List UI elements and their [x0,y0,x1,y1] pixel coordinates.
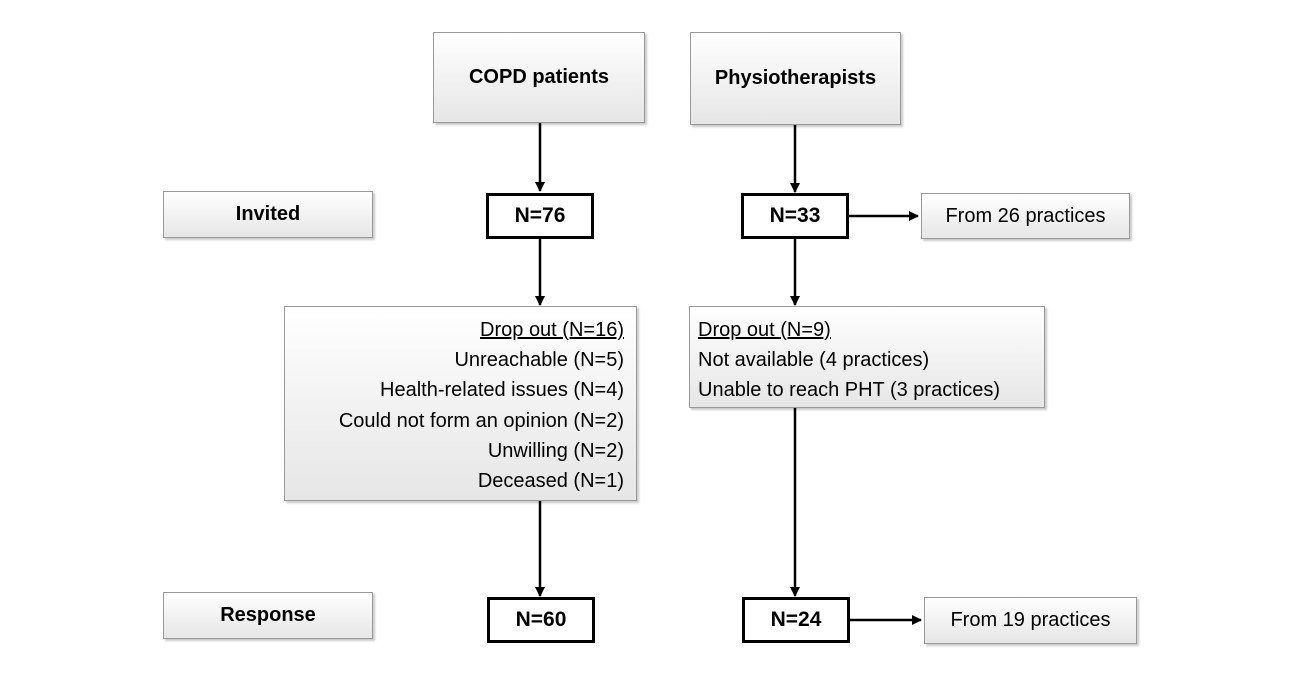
response-stage-label: Response [220,604,316,626]
physio-response-count-label: N=24 [770,608,822,631]
physio-dropout-box: Drop out (N=9) Not available (4 practice… [689,306,1045,408]
invited-stage-label: Invited [235,203,301,225]
dropout-reason: Not available (4 practices) [698,349,930,372]
physio-invited-practices-label: From 26 practices [945,204,1106,227]
copd-dropout-header: Drop out (N=16) [480,319,624,341]
physio-response-practices-box: From 19 practices [924,597,1137,644]
copd-response-count-label: N=60 [515,608,567,631]
dropout-reason: Health-related issues (N=4) [380,379,624,402]
dropout-reason: Unable to reach PHT (3 practices) [698,379,1000,402]
physio-invited-count-label: N=33 [769,204,821,227]
dropout-reason: Deceased (N=1) [477,470,624,493]
physio-response-practices-label: From 19 practices [950,609,1111,631]
dropout-reason: Unwilling (N=2) [487,439,624,462]
dropout-reason: Unreachable (N=5) [454,349,624,372]
copd-invited-count-label: N=76 [514,204,566,227]
response-stage-box: Response [163,592,373,639]
dropout-reason: Could not form an opinion (N=2) [338,409,624,432]
copd-invited-count: N=76 [486,193,594,239]
copd-patients-label: COPD patients [468,66,610,88]
physiotherapists-box: Physiotherapists [690,32,901,125]
physio-invited-count: N=33 [741,193,849,239]
copd-response-count: N=60 [487,597,595,643]
invited-stage-box: Invited [163,191,373,238]
physio-invited-practices-box: From 26 practices [921,193,1130,239]
physio-response-count: N=24 [742,597,850,643]
copd-dropout-box: Drop out (N=16) Unreachable (N=5) Health… [284,306,637,501]
physio-dropout-header: Drop out (N=9) [698,319,831,341]
physiotherapists-label: Physiotherapists [714,67,877,89]
copd-patients-box: COPD patients [433,32,645,123]
